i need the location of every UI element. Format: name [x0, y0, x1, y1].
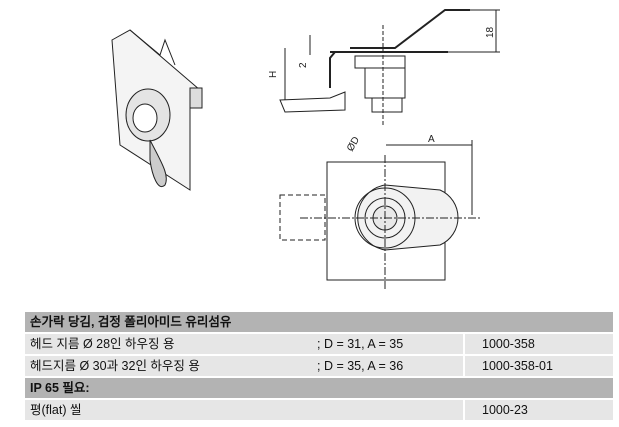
row-code: 1000-23	[482, 403, 528, 417]
section-title: IP 65 필요:	[30, 381, 90, 395]
row-spec: ; D = 35, A = 36	[317, 359, 404, 373]
dim-a: A	[428, 134, 435, 145]
row-description: 헤드지름 Ø 30과 32인 하우징 용	[30, 359, 200, 373]
section-title: 손가락 당김, 검정 폴리아미드 유리섬유	[30, 315, 232, 329]
side-view	[279, 9, 500, 146]
dim-2: 2	[298, 62, 309, 68]
row-code: 1000-358	[482, 337, 535, 351]
dim-d: ØD	[345, 135, 362, 153]
column-divider	[463, 400, 465, 420]
dim-h: H	[268, 71, 279, 78]
column-divider	[463, 334, 465, 354]
front-view	[279, 140, 480, 290]
product-table: 손가락 당김, 검정 폴리아미드 유리섬유 헤드 지름 Ø 28인 하우징 용 …	[25, 312, 613, 422]
table-row: 평(flat) 씰 1000-23	[25, 400, 613, 420]
section-header-ip65: IP 65 필요:	[25, 378, 613, 398]
isometric-view	[111, 29, 203, 191]
table-row: 헤드 지름 Ø 28인 하우징 용 ; D = 31, A = 35 1000-…	[25, 334, 613, 354]
row-description: 헤드 지름 Ø 28인 하우징 용	[30, 337, 175, 351]
dim-18: 18	[485, 26, 496, 38]
column-divider	[463, 356, 465, 376]
section-header-finger-pull: 손가락 당김, 검정 폴리아미드 유리섬유	[25, 312, 613, 332]
row-description: 평(flat) 씰	[30, 403, 82, 417]
row-spec: ; D = 31, A = 35	[317, 337, 404, 351]
row-code: 1000-358-01	[482, 359, 553, 373]
table-row: 헤드지름 Ø 30과 32인 하우징 용 ; D = 35, A = 36 10…	[25, 356, 613, 376]
technical-drawings: H 2 18 A ØD	[111, 9, 500, 290]
